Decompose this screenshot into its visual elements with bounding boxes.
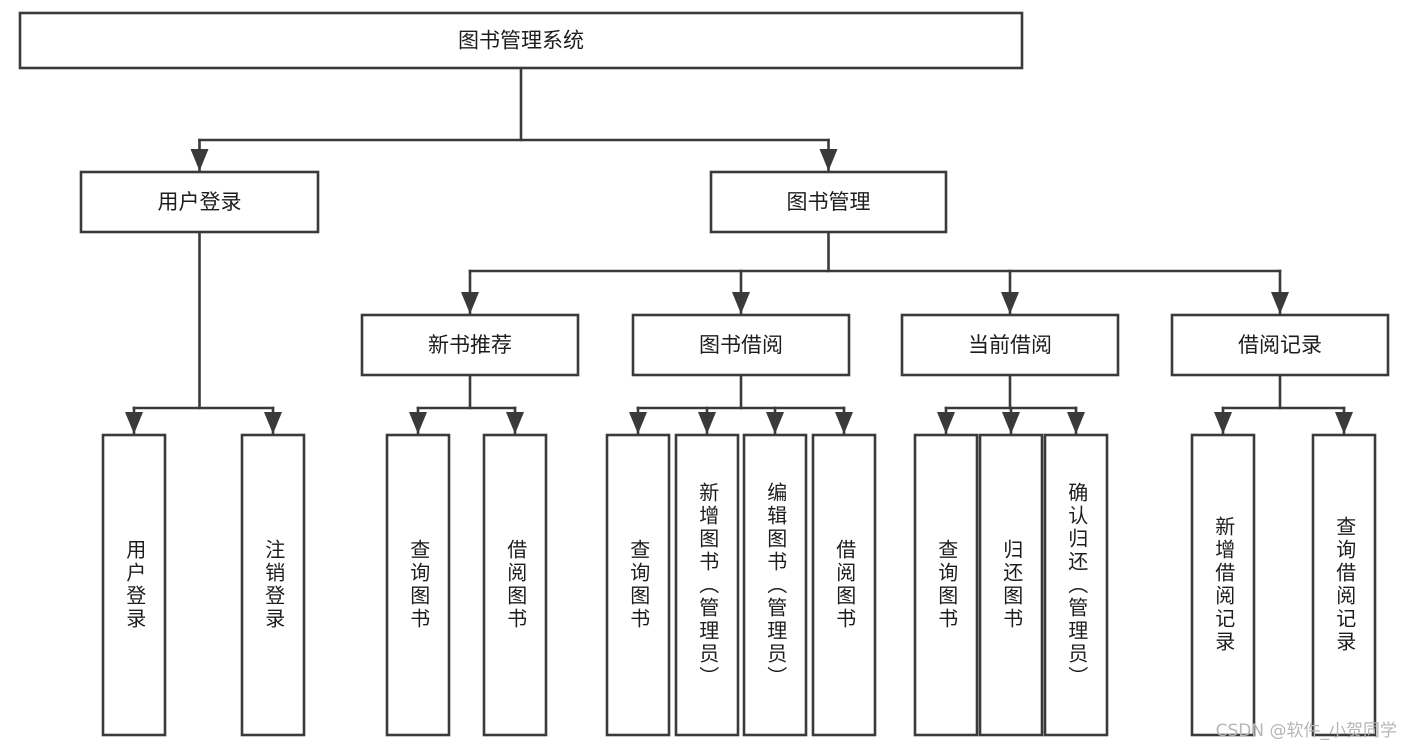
node-box-leaf-user-login[interactable]	[101, 433, 167, 737]
arrow-icon-leaf-borrow-book-recommend	[506, 412, 524, 434]
arrow-icon-leaf-query-book-recommend	[409, 412, 427, 434]
node-box-leaf-return-book[interactable]	[978, 433, 1044, 737]
watermark-text: CSDN @软件_小贺同学	[1215, 721, 1397, 741]
arrow-icon-book-manage	[819, 149, 838, 171]
node-box-leaf-query-book-current[interactable]	[913, 433, 979, 737]
node-label-new-book-recommend: 新书推荐	[428, 333, 512, 357]
arrow-icon-leaf-logout	[264, 412, 282, 434]
arrow-icon-leaf-user-login	[125, 412, 143, 434]
node-box-new-book-recommend[interactable]	[360, 313, 580, 377]
arrow-icon-leaf-add-borrow-record	[1214, 412, 1232, 434]
arrow-icon-new-book-recommend	[461, 292, 479, 314]
node-label-user-login: 用户登录	[158, 190, 242, 214]
node-label-borrow-record: 借阅记录	[1238, 333, 1322, 357]
arrow-icon-leaf-add-book-admin	[698, 412, 716, 434]
node-box-leaf-add-borrow-record[interactable]	[1190, 433, 1256, 737]
arrow-icon-leaf-query-borrow-record	[1335, 412, 1353, 434]
arrow-icon-leaf-return-book	[1002, 412, 1020, 434]
node-box-leaf-edit-book-admin[interactable]	[742, 433, 808, 737]
arrow-icon-leaf-edit-book-admin	[766, 412, 784, 434]
node-box-leaf-logout[interactable]	[240, 433, 306, 737]
node-box-root[interactable]	[18, 11, 1024, 70]
node-box-user-login[interactable]	[79, 170, 320, 234]
arrow-icon-leaf-borrow-book	[835, 412, 853, 434]
node-box-leaf-confirm-return-admin[interactable]	[1043, 433, 1109, 737]
node-box-leaf-query-borrow-record[interactable]	[1311, 433, 1377, 737]
connector-lines-layer	[125, 66, 1353, 436]
arrow-icon-user-login	[190, 149, 209, 171]
node-boxes-layer	[18, 11, 1390, 737]
node-box-leaf-query-book-borrow[interactable]	[605, 433, 671, 737]
node-box-book-borrow[interactable]	[631, 313, 851, 377]
arrow-icon-book-borrow	[732, 292, 750, 314]
node-box-book-manage[interactable]	[709, 170, 948, 234]
node-label-root: 图书管理系统	[458, 29, 584, 53]
node-box-leaf-borrow-book-recommend[interactable]	[482, 433, 548, 737]
arrow-icon-leaf-query-book-borrow	[629, 412, 647, 434]
node-label-book-manage: 图书管理	[787, 190, 871, 214]
arrow-icon-current-borrow	[1001, 292, 1019, 314]
node-box-leaf-borrow-book[interactable]	[811, 433, 877, 737]
arrow-icon-leaf-query-book-current	[937, 412, 955, 434]
node-box-borrow-record[interactable]	[1170, 313, 1390, 377]
node-box-current-borrow[interactable]	[900, 313, 1120, 377]
node-label-current-borrow: 当前借阅	[968, 333, 1052, 357]
node-box-leaf-query-book-recommend[interactable]	[385, 433, 451, 737]
arrow-icon-borrow-record	[1271, 292, 1289, 314]
arrow-icon-leaf-confirm-return-admin	[1067, 412, 1085, 434]
node-label-book-borrow: 图书借阅	[699, 333, 783, 357]
node-box-leaf-add-book-admin[interactable]	[674, 433, 740, 737]
